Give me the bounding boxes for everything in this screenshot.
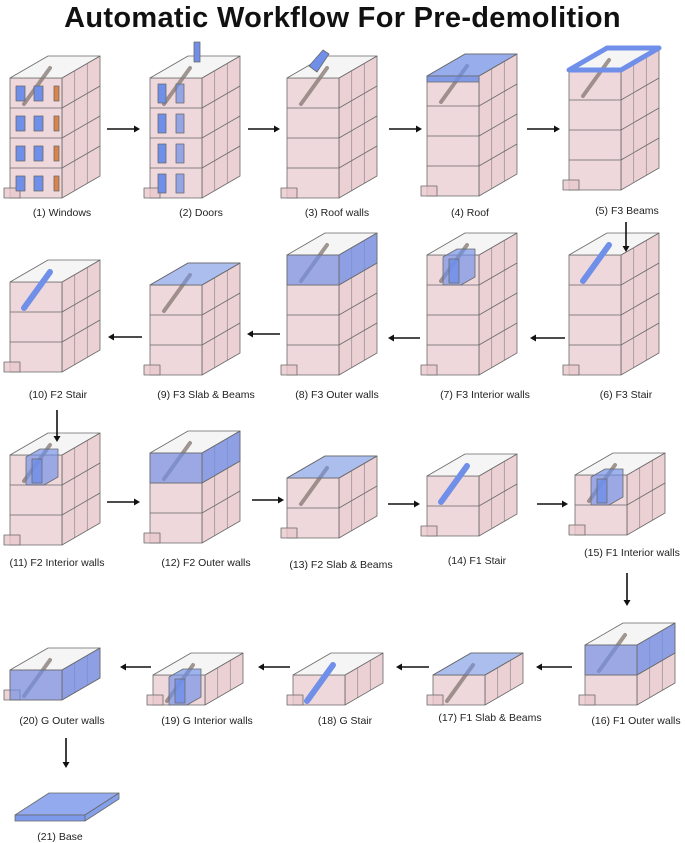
step-caption: (2) Doors	[179, 207, 223, 219]
flow-arrow	[527, 126, 560, 133]
building-icon	[4, 260, 100, 372]
building-icon	[281, 50, 377, 198]
building-icon	[287, 653, 383, 705]
step-caption: (9) F3 Slab & Beams	[157, 389, 254, 401]
step-caption: (13) F2 Slab & Beams	[289, 559, 392, 571]
flow-arrow	[108, 334, 142, 341]
flow-arrow	[54, 410, 61, 442]
building-icon	[15, 793, 119, 821]
step-caption: (16) F1 Outer walls	[591, 715, 680, 727]
building-icon	[144, 263, 240, 375]
building-icon	[147, 653, 243, 705]
flow-arrow	[536, 664, 572, 671]
step-caption: (19) G Interior walls	[161, 715, 253, 727]
step-caption: (14) F1 Stair	[448, 555, 507, 567]
building-icon	[579, 623, 675, 705]
step-caption: (7) F3 Interior walls	[440, 389, 530, 401]
building-icon	[421, 454, 517, 536]
flow-arrow	[530, 335, 565, 342]
building-icon	[4, 648, 100, 700]
building-icon	[427, 653, 523, 705]
building-icon	[563, 48, 659, 190]
step-caption: (15) F1 Interior walls	[584, 547, 680, 559]
step-caption: (1) Windows	[33, 207, 91, 219]
building-icon	[421, 54, 517, 196]
building-icon	[4, 56, 100, 198]
flow-arrow	[63, 738, 70, 768]
step-caption: (8) F3 Outer walls	[295, 389, 378, 401]
flow-arrow	[388, 335, 420, 342]
flow-arrow	[252, 497, 284, 504]
flow-arrow	[389, 126, 422, 133]
building-icon	[144, 431, 240, 543]
flow-arrow	[388, 501, 420, 508]
step-caption: (3) Roof walls	[305, 207, 369, 219]
building-icon	[421, 233, 517, 375]
flow-arrow	[107, 499, 140, 506]
step-caption: (12) F2 Outer walls	[161, 557, 250, 569]
step-caption: (20) G Outer walls	[19, 715, 104, 727]
step-caption: (18) G Stair	[318, 715, 373, 727]
flow-arrow	[120, 664, 151, 671]
step-caption: (21) Base	[37, 831, 83, 843]
step-caption: (11) F2 Interior walls	[10, 557, 105, 569]
flow-arrow	[624, 573, 631, 606]
building-icon	[281, 456, 377, 538]
step-caption: (4) Roof	[451, 207, 489, 219]
building-icon	[569, 453, 665, 535]
building-icon	[281, 233, 377, 375]
step-caption: (5) F3 Beams	[595, 205, 659, 217]
flow-arrow	[258, 664, 290, 671]
building-icon	[563, 233, 659, 375]
step-caption: (6) F3 Stair	[600, 389, 653, 401]
flow-arrow	[247, 331, 280, 338]
flow-arrow	[248, 126, 280, 133]
flow-arrow	[537, 501, 568, 508]
building-icon	[144, 42, 240, 198]
flow-arrow	[396, 664, 429, 671]
building-icon	[4, 433, 100, 545]
step-caption: (10) F2 Stair	[29, 389, 88, 401]
step-caption: (17) F1 Slab & Beams	[438, 712, 541, 724]
flow-arrow	[107, 126, 140, 133]
